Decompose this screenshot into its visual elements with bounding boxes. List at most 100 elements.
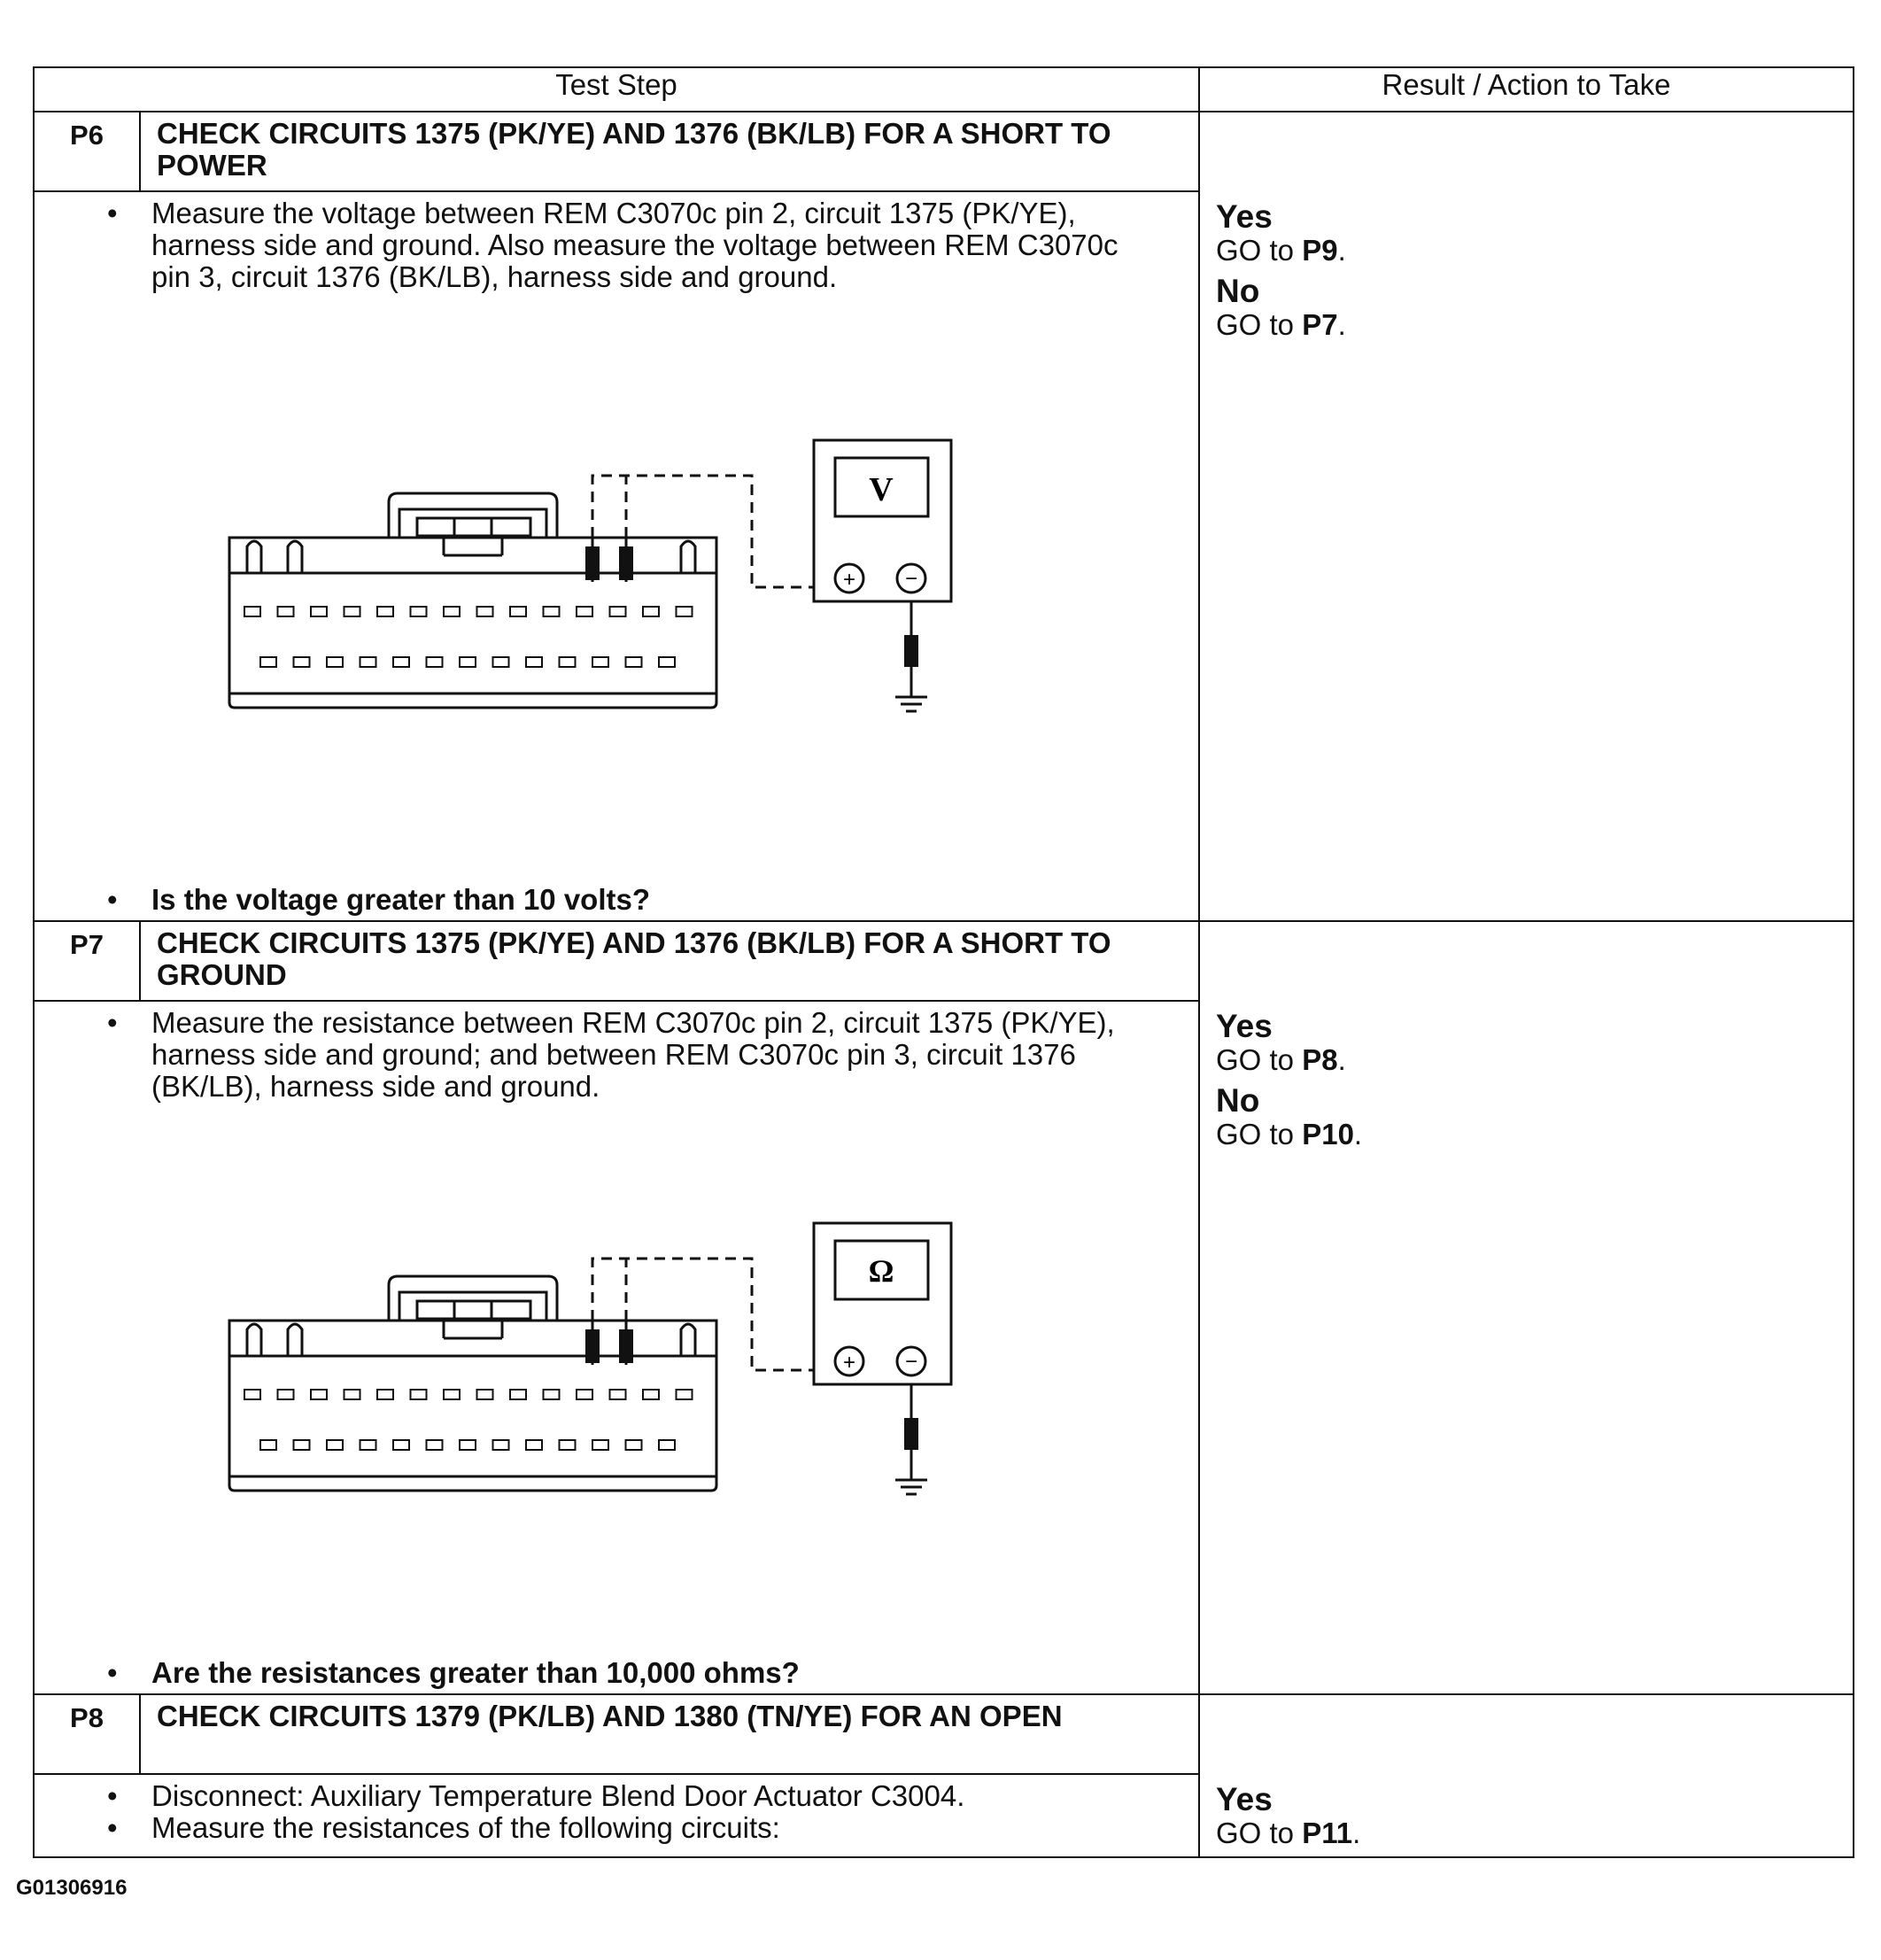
result-action: GO to P7.: [1216, 308, 1346, 341]
pin-cavity: [525, 656, 543, 668]
step-question: Are the resistances greater than 10,000 …: [107, 1656, 800, 1690]
connector-body: [228, 536, 718, 709]
goto-link[interactable]: P9: [1302, 234, 1338, 267]
pin-cavity: [310, 1389, 328, 1400]
meter-plus: +: [843, 568, 855, 592]
pin-cavity: [343, 1389, 361, 1400]
pin-cavity: [675, 1389, 693, 1400]
pin-cavity: [443, 606, 461, 617]
pin-cavity: [326, 656, 344, 668]
header-test-step: Test Step: [33, 66, 1200, 112]
pin-cavity: [343, 606, 361, 617]
instruction-list: Measure the resistance between REM C3070…: [35, 1002, 1198, 1103]
pin-cavity: [359, 1439, 377, 1451]
step-cell: P8 CHECK CIRCUITS 1379 (PK/LB) AND 1380 …: [33, 1693, 1200, 1858]
pin-cavity: [592, 656, 609, 668]
pin-cavity: [409, 1389, 428, 1400]
pin-cavity: [476, 1389, 494, 1400]
pin-cavity: [326, 1439, 344, 1451]
step-title: CHECK CIRCUITS 1379 (PK/LB) AND 1380 (TN…: [157, 1700, 1063, 1732]
result-label: Yes: [1216, 1008, 1273, 1044]
meter-minus: −: [905, 567, 917, 591]
pin-cavity: [276, 606, 295, 617]
goto-link[interactable]: P11: [1302, 1817, 1353, 1849]
pin-cavity: [292, 1439, 311, 1451]
step-title: CHECK CIRCUITS 1375 (PK/YE) AND 1376 (BK…: [157, 926, 1111, 991]
instruction-item: Measure the resistance between REM C3070…: [107, 1007, 1163, 1103]
pin-cavity: [392, 656, 410, 668]
result-action: GO to P10.: [1216, 1118, 1363, 1150]
pin-cavity: [608, 1389, 627, 1400]
pin-cavity: [259, 656, 277, 668]
pin-cavity: [558, 656, 577, 668]
pin-cavity: [492, 1439, 510, 1451]
pin-cavity: [642, 606, 660, 617]
pin-cavity: [642, 1389, 660, 1400]
diagnostic-table: Test Step Result / Action to Take P6 CHE…: [33, 66, 1854, 1858]
pin-cavity: [592, 1439, 609, 1451]
instruction-item: Disconnect: Auxiliary Temperature Blend …: [107, 1780, 1163, 1813]
pin-cavity: [459, 1439, 476, 1451]
pin-cavity: [244, 1389, 261, 1400]
pin-cavity: [476, 606, 494, 617]
pin-cavity: [409, 606, 428, 617]
result-label: No: [1216, 273, 1260, 309]
pin-cavity: [459, 656, 476, 668]
pin-cavity: [310, 606, 328, 617]
result-label: Yes: [1216, 198, 1273, 235]
instruction-list: Measure the voltage between REM C3070c p…: [35, 192, 1198, 293]
pin-cavity: [509, 606, 527, 617]
ohmmeter-diagram: Ω + −: [228, 1221, 953, 1496]
step-id: P7: [35, 922, 141, 1000]
goto-link[interactable]: P7: [1302, 308, 1338, 341]
step-id: P8: [35, 1695, 141, 1773]
goto-link[interactable]: P10: [1302, 1118, 1354, 1150]
goto-link[interactable]: P8: [1302, 1043, 1338, 1076]
result-label: No: [1216, 1082, 1260, 1119]
step-cell: P7 CHECK CIRCUITS 1375 (PK/YE) AND 1376 …: [33, 920, 1200, 1695]
pin-cavity: [376, 606, 394, 617]
meter-symbol: Ω: [869, 1253, 894, 1289]
pin-cavity: [576, 606, 593, 617]
pin-cavity: [558, 1439, 577, 1451]
ground-icon: [895, 695, 927, 713]
result-cell: Yes GO to P8. No GO to P10.: [1198, 920, 1854, 1695]
step-cell: P6 CHECK CIRCUITS 1375 (PK/YE) AND 1376 …: [33, 111, 1200, 922]
meter-plus: +: [843, 1351, 855, 1375]
pin-cavity: [542, 1389, 561, 1400]
result-action: GO to P9.: [1216, 234, 1346, 267]
step-title: CHECK CIRCUITS 1375 (PK/YE) AND 1376 (BK…: [157, 117, 1111, 182]
result-action: GO to P11.: [1216, 1817, 1361, 1849]
figure-code: G01306916: [16, 1876, 128, 1900]
result-action: GO to P8.: [1216, 1043, 1346, 1076]
pin-cavity: [492, 656, 510, 668]
ground-icon: [895, 1478, 927, 1496]
instruction-item: Measure the resistances of the following…: [107, 1812, 1163, 1845]
pin-cavity: [509, 1389, 527, 1400]
instruction-list: Disconnect: Auxiliary Temperature Blend …: [35, 1775, 1198, 1845]
pin-cavity: [576, 1389, 593, 1400]
pin-cavity: [624, 656, 643, 668]
step-body: Measure the resistance between REM C3070…: [35, 1002, 1198, 1693]
meter-icon: V + −: [812, 438, 953, 603]
instruction-item: Measure the voltage between REM C3070c p…: [107, 198, 1163, 293]
pin-cavity: [624, 1439, 643, 1451]
pin-cavity: [658, 1439, 676, 1451]
pin-cavity: [525, 1439, 543, 1451]
voltmeter-diagram: V + −: [228, 438, 953, 713]
pin-cavity: [425, 1439, 444, 1451]
step-id: P6: [35, 112, 141, 190]
pin-cavity: [658, 656, 676, 668]
pin-cavity: [276, 1389, 295, 1400]
header-result-action: Result / Action to Take: [1198, 66, 1854, 112]
step-header: P6 CHECK CIRCUITS 1375 (PK/YE) AND 1376 …: [35, 112, 1198, 192]
step-header: P8 CHECK CIRCUITS 1379 (PK/LB) AND 1380 …: [35, 1695, 1198, 1775]
pin-cavity: [259, 1439, 277, 1451]
step-body: Disconnect: Auxiliary Temperature Blend …: [35, 1775, 1198, 1849]
result-cell: Yes GO to P9. No GO to P7.: [1198, 111, 1854, 922]
result-label: Yes: [1216, 1781, 1273, 1817]
pin-cavity: [675, 606, 693, 617]
step-body: Measure the voltage between REM C3070c p…: [35, 192, 1198, 920]
meter-symbol: V: [869, 471, 894, 508]
pin-cavity: [392, 1439, 410, 1451]
